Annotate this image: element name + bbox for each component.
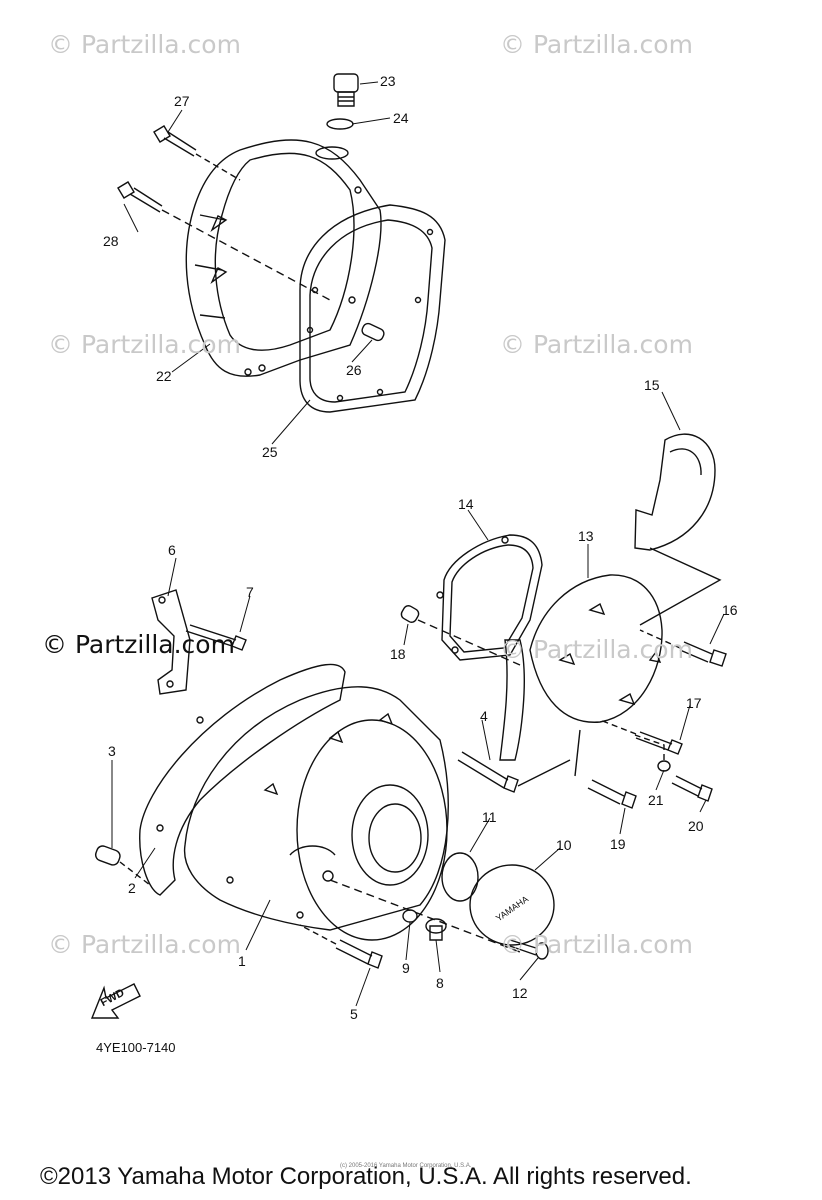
callout-7[interactable]: 7	[246, 584, 254, 600]
bolt-part-7[interactable]	[186, 625, 246, 650]
washer-part-21[interactable]	[658, 761, 670, 771]
diagram-code: 4YE100-7140	[96, 1040, 176, 1055]
bolt-part-16[interactable]	[680, 642, 726, 666]
watermark: © Partzilla.com	[48, 30, 241, 59]
callout-leaders	[112, 82, 724, 1006]
callout-9[interactable]: 9	[402, 960, 410, 976]
forward-arrow-icon	[92, 984, 140, 1018]
callout-26[interactable]: 26	[346, 362, 362, 378]
dowel-pin-part-18[interactable]	[400, 604, 421, 624]
callout-25[interactable]: 25	[262, 444, 278, 460]
callout-23[interactable]: 23	[380, 73, 396, 89]
callout-21[interactable]: 21	[648, 792, 664, 808]
o-ring-part-24[interactable]	[327, 119, 353, 129]
leader-16	[640, 630, 680, 648]
callout-3[interactable]: 3	[108, 743, 116, 759]
bolt-part-17[interactable]	[636, 732, 682, 754]
crankcase-cover-gasket-part-2[interactable]	[140, 664, 345, 895]
callout-16[interactable]: 16	[722, 602, 738, 618]
bolt-part-4[interactable]	[458, 752, 518, 792]
watermark: © Partzilla.com	[500, 930, 693, 959]
clutch-housing-part-22[interactable]	[186, 140, 381, 376]
bolt-part-27[interactable]	[154, 126, 196, 156]
bolt-part-20[interactable]	[672, 776, 712, 801]
watermark: © Partzilla.com	[500, 635, 693, 664]
watermark: © Partzilla.com	[500, 330, 693, 359]
leader-21	[635, 735, 664, 760]
leader-3	[120, 862, 150, 885]
callout-4[interactable]: 4	[480, 708, 488, 724]
callout-8[interactable]: 8	[436, 975, 444, 991]
screw-part-12[interactable]	[510, 940, 548, 959]
leader-19	[575, 730, 580, 776]
callout-19[interactable]: 19	[610, 836, 626, 852]
callout-28[interactable]: 28	[103, 233, 119, 249]
pulser-cover-part-13[interactable]	[500, 575, 662, 760]
callout-15[interactable]: 15	[644, 377, 660, 393]
watermark: © Partzilla.com	[48, 330, 241, 359]
callout-13[interactable]: 13	[578, 528, 594, 544]
gasket-part-25[interactable]	[300, 205, 445, 412]
callout-22[interactable]: 22	[156, 368, 172, 384]
callout-18[interactable]: 18	[390, 646, 406, 662]
leader-15-13	[640, 548, 720, 625]
bolt-part-5[interactable]	[336, 940, 382, 968]
watermark-main: © Partzilla.com	[42, 630, 235, 659]
callout-27[interactable]: 27	[174, 93, 190, 109]
callout-14[interactable]: 14	[458, 496, 474, 512]
callout-11[interactable]: 11	[482, 809, 497, 825]
watermark: © Partzilla.com	[500, 30, 693, 59]
callout-20[interactable]: 20	[688, 818, 704, 834]
callout-5[interactable]: 5	[350, 1006, 358, 1022]
leader-cover-axis	[330, 880, 520, 952]
crankcase-cover-part-1[interactable]	[185, 687, 449, 940]
callout-10[interactable]: 10	[556, 837, 572, 853]
leader-28-housing	[162, 210, 330, 300]
tiny-notice: (c) 2005-2016 Yamaha Motor Corporation, …	[340, 1163, 472, 1169]
washer-part-9[interactable]	[403, 910, 417, 922]
dowel-pin-part-26[interactable]	[360, 322, 385, 342]
cover-part-15[interactable]	[635, 434, 715, 550]
callout-6[interactable]: 6	[168, 542, 176, 558]
o-ring-part-11[interactable]	[442, 853, 478, 901]
cover-logo: YAMAHA	[494, 894, 530, 924]
callout-12[interactable]: 12	[512, 985, 528, 1001]
callout-1[interactable]: 1	[238, 953, 246, 969]
leader-4	[518, 760, 570, 786]
callout-2[interactable]: 2	[128, 880, 136, 896]
copyright-notice: ©2013 Yamaha Motor Corporation, U.S.A. A…	[40, 1163, 692, 1190]
callout-24[interactable]: 24	[393, 110, 409, 126]
leader-18	[418, 620, 520, 665]
oil-filler-cap-part-23[interactable]	[334, 74, 358, 106]
leader-17	[600, 720, 636, 734]
bolt-part-19[interactable]	[588, 780, 636, 808]
watermark: © Partzilla.com	[48, 930, 241, 959]
gasket-part-14[interactable]	[437, 535, 542, 660]
leader-5	[300, 925, 336, 944]
bracket-part-6[interactable]	[152, 590, 190, 694]
callout-17[interactable]: 17	[686, 695, 702, 711]
leader-27-housing	[196, 154, 240, 180]
bolt-part-28[interactable]	[118, 182, 162, 212]
dowel-pin-part-3[interactable]	[94, 844, 122, 866]
